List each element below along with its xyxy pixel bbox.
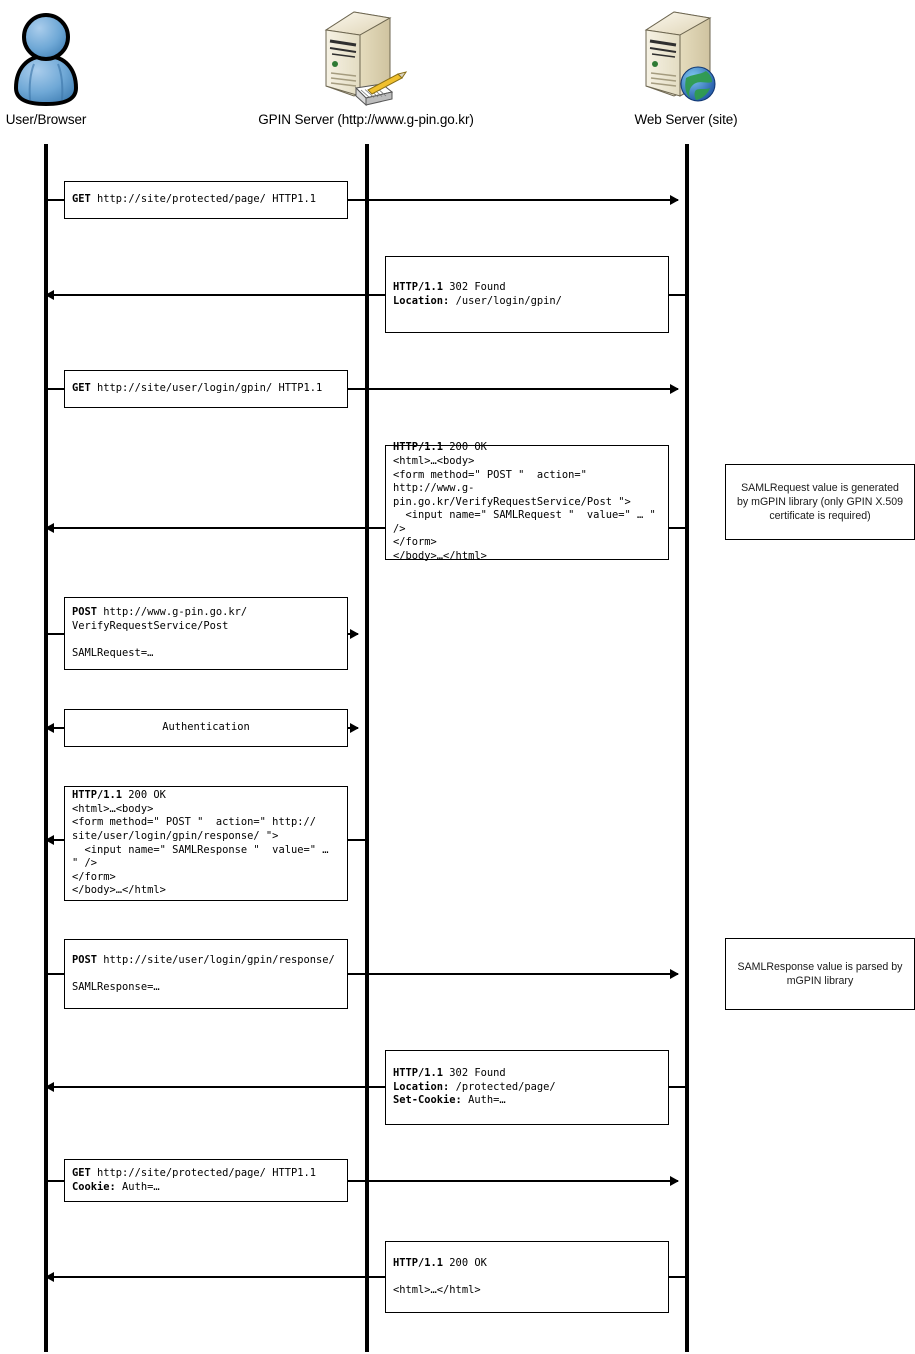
lifeline-web-server <box>685 144 689 1352</box>
server-pencil-icon <box>324 11 408 107</box>
arrow-head-m3 <box>670 384 679 394</box>
actor-web-server: Web Server (site) <box>570 8 802 127</box>
message-post-verifyrequestservice[interactable]: POST http://www.g-pin.go.kr/VerifyReques… <box>64 597 348 670</box>
arrow-head-m6-left <box>45 723 54 733</box>
arrow-line-m8 <box>46 973 678 975</box>
message-get-protected-page-text: GET http://site/protected/page/ HTTP1.1 <box>72 193 316 206</box>
arrow-line-m2 <box>54 294 686 296</box>
arrow-line-m10 <box>46 1180 678 1182</box>
arrow-head-m4 <box>45 523 54 533</box>
message-get-login-gpin-text: GET http://site/user/login/gpin/ HTTP1.1 <box>72 382 323 395</box>
arrow-head-m11 <box>45 1272 54 1282</box>
message-authentication[interactable]: Authentication <box>64 709 348 747</box>
arrow-head-m7 <box>45 835 54 845</box>
actor-gpin-server-label: GPIN Server (http://www.g-pin.go.kr) <box>258 112 474 127</box>
arrow-head-m2 <box>45 290 54 300</box>
arrow-line-m1 <box>46 199 678 201</box>
message-post-gpin-response-text: POST http://site/user/login/gpin/respons… <box>72 953 335 993</box>
arrow-head-m8 <box>670 969 679 979</box>
user-icon <box>13 13 79 107</box>
arrow-head-m10 <box>670 1176 679 1186</box>
arrow-line-m11 <box>54 1276 686 1278</box>
actor-user-label: User/Browser <box>5 112 87 127</box>
message-get-login-gpin[interactable]: GET http://site/user/login/gpin/ HTTP1.1 <box>64 370 348 408</box>
message-200-ok-samlrequest-form-text: HTTP/1.1 200 OK<html>…<body><form method… <box>393 441 663 563</box>
arrow-head-m1 <box>670 195 679 205</box>
arrow-line-m9 <box>54 1086 686 1088</box>
message-200-ok-html-text: HTTP/1.1 200 OK <html>…</html> <box>393 1256 487 1296</box>
arrow-head-m5 <box>350 629 359 639</box>
actor-gpin-server: GPIN Server (http://www.g-pin.go.kr) <box>238 8 494 127</box>
arrow-head-m6-right <box>350 723 359 733</box>
message-200-ok-samlresponse-form[interactable]: HTTP/1.1 200 OK<html>…<body><form method… <box>64 786 348 901</box>
arrow-line-m4 <box>54 527 686 529</box>
message-200-ok-samlrequest-form[interactable]: HTTP/1.1 200 OK<html>…<body><form method… <box>385 441 669 562</box>
note-samlrequest-generated-text: SAMLRequest value is generated by mGPIN … <box>736 482 904 522</box>
note-samlrequest-generated: SAMLRequest value is generated by mGPIN … <box>725 464 915 540</box>
arrow-head-m9 <box>45 1082 54 1092</box>
message-200-ok-samlresponse-form-text: HTTP/1.1 200 OK<html>…<body><form method… <box>72 789 335 897</box>
actor-user: User/Browser <box>0 8 92 127</box>
actor-web-server-label: Web Server (site) <box>634 112 738 127</box>
message-get-protected-page[interactable]: GET http://site/protected/page/ HTTP1.1 <box>64 181 348 219</box>
lifeline-user <box>44 144 48 1352</box>
lifeline-gpin <box>365 144 369 1352</box>
message-authentication-text: Authentication <box>162 721 250 734</box>
note-samlresponse-parsed-text: SAMLResponse value is parsed by mGPIN li… <box>737 961 903 987</box>
arrow-line-m3 <box>46 388 678 390</box>
message-post-verifyrequestservice-text: POST http://www.g-pin.go.kr/VerifyReques… <box>72 606 248 660</box>
note-samlresponse-parsed: SAMLResponse value is parsed by mGPIN li… <box>725 938 915 1010</box>
message-post-gpin-response[interactable]: POST http://site/user/login/gpin/respons… <box>64 939 348 1009</box>
message-200-ok-html[interactable]: HTTP/1.1 200 OK <html>…</html> <box>385 1241 669 1313</box>
server-globe-icon <box>644 11 716 102</box>
